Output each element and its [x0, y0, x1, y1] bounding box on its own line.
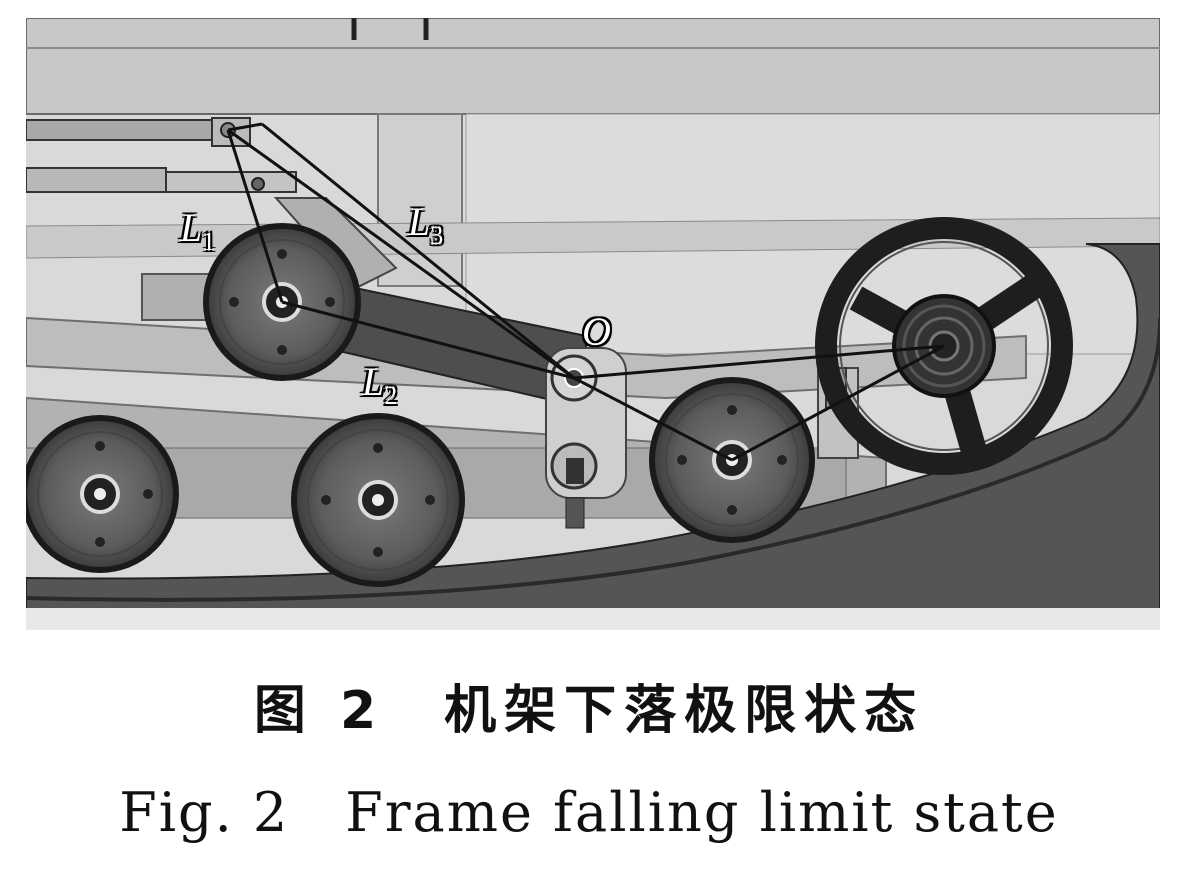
figure-caption-english: Fig. 2 Frame falling limit state: [119, 781, 1059, 844]
hydraulic-cylinder-lower: [26, 167, 167, 193]
label-o: O: [582, 309, 611, 354]
mechanism-figure: L1 L2 L3 O: [26, 18, 1160, 630]
label-l1: L1: [180, 205, 216, 256]
top-frame-beam: [26, 18, 1160, 115]
line-l3: [227, 128, 575, 380]
figure-caption-chinese: 图 2 机架下落极限状态: [253, 681, 925, 741]
hydraulic-cylinder-upper: [26, 119, 227, 141]
label-l2: L2: [362, 359, 398, 410]
vertical-bracket: [377, 113, 463, 287]
line-l1: [226, 129, 284, 303]
line-l2: [281, 300, 575, 380]
road-wheel-front-middle: [291, 413, 465, 587]
linkage-lines: [226, 122, 945, 462]
label-l3: L3: [408, 199, 444, 250]
track-mechanism-render: [26, 18, 1160, 630]
road-wheel-front-left: [26, 415, 179, 573]
